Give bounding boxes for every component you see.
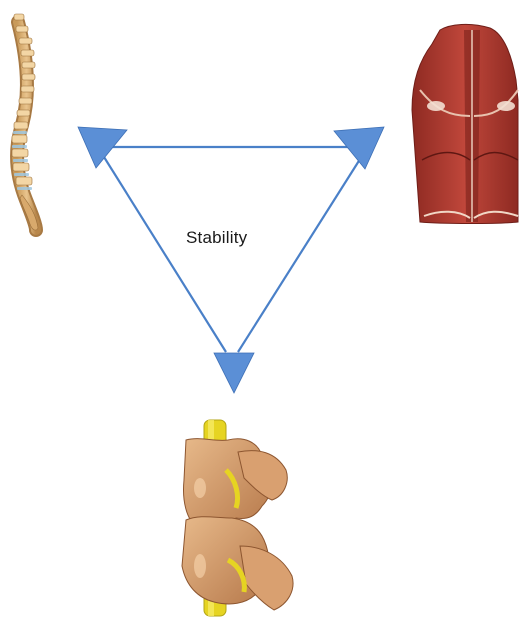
edge-left <box>104 157 226 352</box>
triangle-edges <box>104 147 362 352</box>
arrowheads <box>78 127 384 393</box>
spine-column-illustration <box>12 14 38 230</box>
edge-right <box>238 156 362 352</box>
vertebrae-segment-illustration <box>182 420 293 616</box>
back-muscles-illustration <box>412 24 518 223</box>
stability-label: Stability <box>186 228 247 248</box>
arrowhead-bottom <box>214 353 254 393</box>
